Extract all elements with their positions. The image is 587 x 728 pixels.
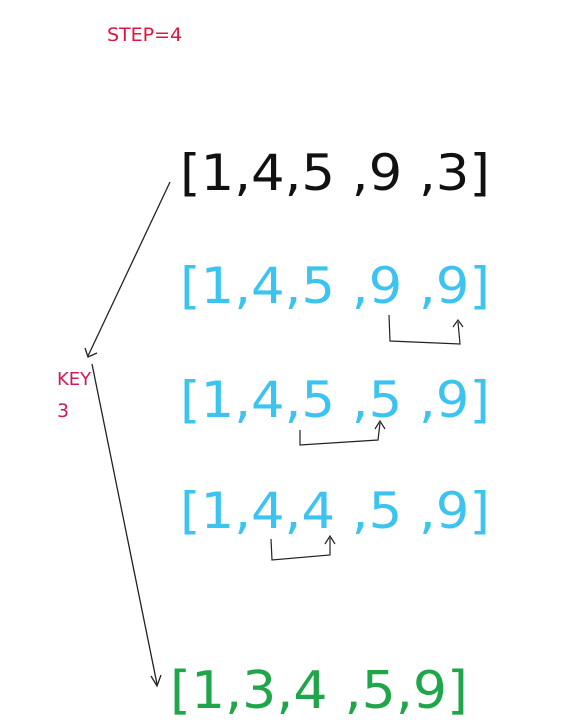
arrow-to-key xyxy=(84,181,171,358)
array-result: [1,3,4 ,5,9] xyxy=(170,661,468,721)
array-shift-3: [1,4,4 ,5 ,9] xyxy=(180,482,490,540)
key-value: 3 xyxy=(57,400,69,422)
shift-arrow-2 xyxy=(299,419,386,446)
step-label: STEP=4 xyxy=(107,24,182,46)
shift-arrow-3 xyxy=(270,534,336,561)
array-initial: [1,4,5 ,9 ,3] xyxy=(180,144,490,202)
shift-arrow-1 xyxy=(388,314,464,345)
arrow-to-result xyxy=(91,363,162,688)
array-shift-2: [1,4,5 ,5 ,9] xyxy=(180,371,490,429)
key-label: KEY xyxy=(57,369,92,390)
array-shift-1: [1,4,5 ,9 ,9] xyxy=(180,257,490,315)
